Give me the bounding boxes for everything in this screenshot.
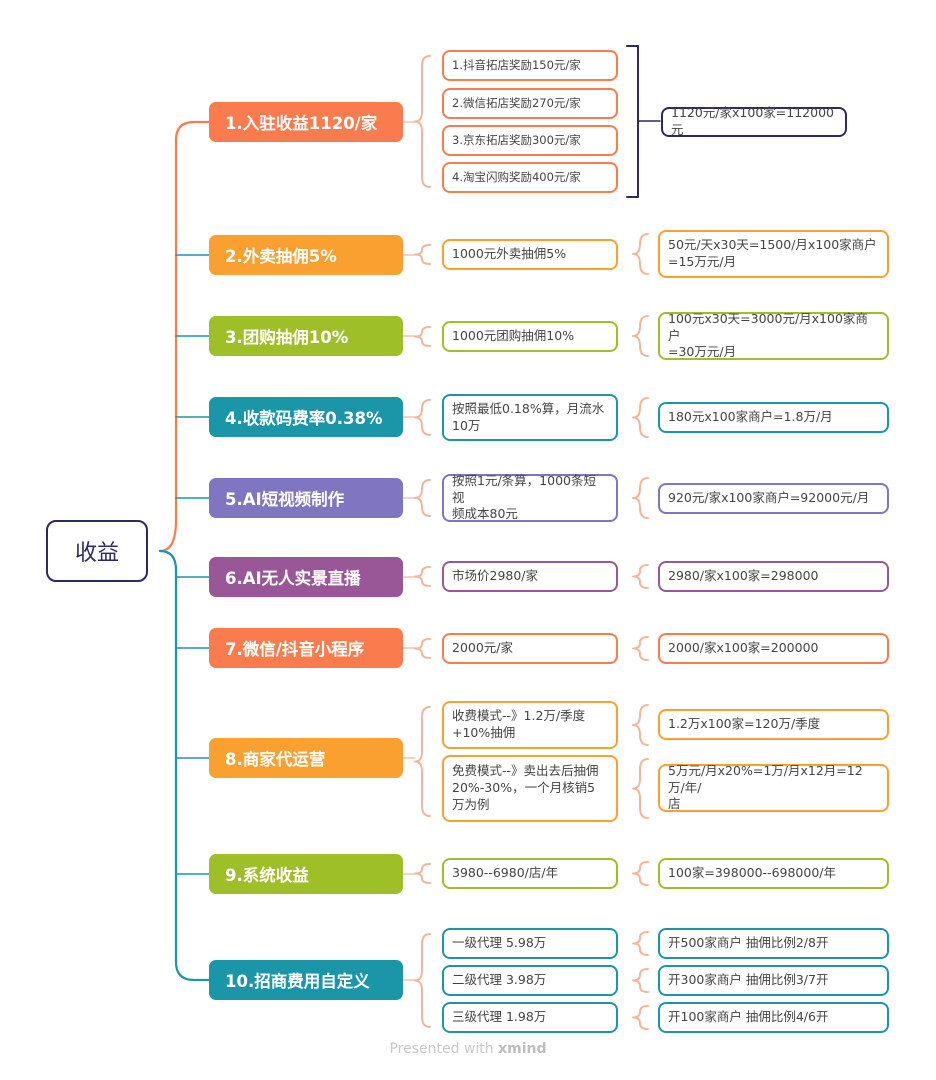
branch-1-item-4[interactable]: 4.淘宝闪购奖励400元/家: [442, 162, 618, 193]
branch-10-item-2[interactable]: 二级代理 3.98万: [442, 965, 618, 996]
footer-brand: xmind: [498, 1041, 547, 1057]
branch-8-result-1[interactable]: 1.2万x100家=120万/季度: [658, 709, 889, 740]
branch-8-result-2[interactable]: 5万元/月x20%=1万/月x12月=12万/年/ 店: [658, 763, 889, 812]
branch-9-result-1[interactable]: 100家=398000--698000/年: [658, 858, 889, 889]
branch-5-result-1[interactable]: 920元/家x100家商户=92000元/月: [658, 483, 889, 514]
branch-2-label[interactable]: 2.外卖抽佣5%: [209, 235, 403, 275]
branch-2-item-1[interactable]: 1000元外卖抽佣5%: [442, 239, 618, 270]
branch-10-label[interactable]: 10.招商费用自定义: [209, 960, 403, 1000]
branch-1-item-1[interactable]: 1.抖音拓店奖励150元/家: [442, 50, 618, 81]
branch-10-result-1[interactable]: 开500家商户 抽佣比例2/8开: [658, 928, 889, 959]
branch-1-item-3[interactable]: 3.京东拓店奖励300元/家: [442, 125, 618, 156]
branch-10-item-1[interactable]: 一级代理 5.98万: [442, 928, 618, 959]
branch-3-result-1[interactable]: 100元x30天=3000元/月x100家商户 =30万元/月: [658, 311, 889, 360]
branch-8-item-2[interactable]: 免费模式--》卖出去后抽佣 20%-30%，一个月核销5 万为例: [442, 755, 618, 822]
branch-1-item-2[interactable]: 2.微信拓店奖励270元/家: [442, 88, 618, 119]
branch-1-result[interactable]: 1120元/家x100家=112000元: [661, 105, 847, 137]
branch-7-label[interactable]: 7.微信/抖音小程序: [209, 628, 403, 668]
footer-prefix: Presented with: [389, 1041, 499, 1057]
branch-3-item-1[interactable]: 1000元团购抽佣10%: [442, 321, 618, 352]
footer-credit: Presented with xmind: [0, 1041, 936, 1057]
branch-9-label[interactable]: 9.系统收益: [209, 854, 403, 894]
branch-5-label[interactable]: 5.AI短视频制作: [209, 478, 403, 518]
branch-4-result-1[interactable]: 180元x100家商户=1.8万/月: [658, 402, 889, 433]
root-node[interactable]: 收益: [46, 520, 148, 582]
branch-2-result-1[interactable]: 50元/天x30天=1500/月x100家商户 =15万元/月: [658, 230, 889, 278]
branch-4-item-1[interactable]: 按照最低0.18%算，月流水 10万: [442, 394, 618, 441]
branch-8-label[interactable]: 8.商家代运营: [209, 738, 403, 778]
branch-7-result-1[interactable]: 2000/家x100家=200000: [658, 633, 889, 664]
branch-9-item-1[interactable]: 3980--6980/店/年: [442, 858, 618, 889]
branch-5-item-1[interactable]: 按照1元/条算，1000条短视 频成本80元: [442, 473, 618, 522]
branch-6-result-1[interactable]: 2980/家x100家=298000: [658, 561, 889, 592]
branch-10-item-3[interactable]: 三级代理 1.98万: [442, 1002, 618, 1033]
branch-8-item-1[interactable]: 收费模式--》1.2万/季度 +10%抽佣: [442, 701, 618, 749]
branch-10-result-3[interactable]: 开100家商户 抽佣比例4/6开: [658, 1002, 889, 1033]
branch-7-item-1[interactable]: 2000元/家: [442, 633, 618, 664]
branch-1-label[interactable]: 1.入驻收益1120/家: [209, 102, 403, 142]
branch-3-label[interactable]: 3.团购抽佣10%: [209, 316, 403, 356]
branch-4-label[interactable]: 4.收款码费率0.38%: [209, 397, 403, 437]
branch-6-label[interactable]: 6.AI无人实景直播: [209, 557, 403, 597]
branch-10-result-2[interactable]: 开300家商户 抽佣比例3/7开: [658, 965, 889, 996]
branch-6-item-1[interactable]: 市场价2980/家: [442, 561, 618, 592]
